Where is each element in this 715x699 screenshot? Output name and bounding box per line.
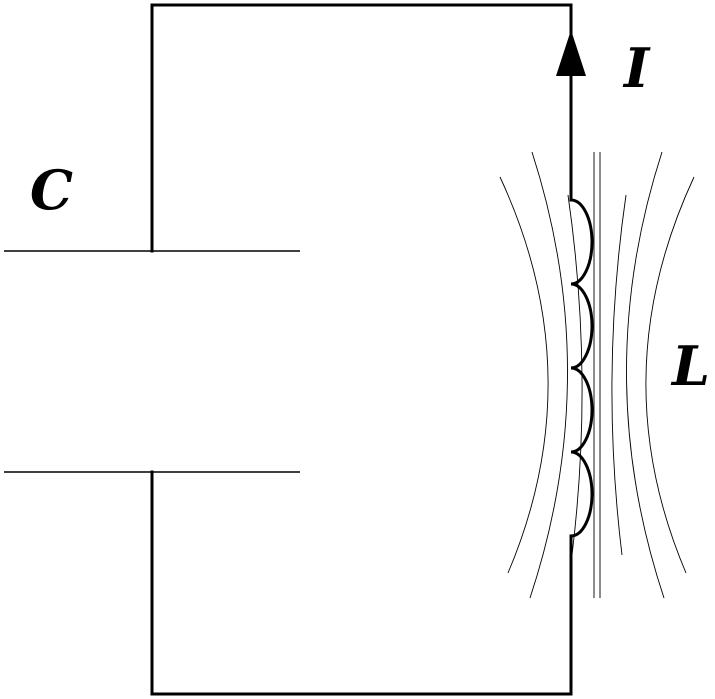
current-arrow-icon bbox=[556, 30, 586, 76]
field-line-outer-left bbox=[499, 176, 549, 574]
inductor-label: L bbox=[670, 334, 710, 398]
field-line-mid-left bbox=[529, 151, 568, 599]
field-line-inner-right bbox=[611, 194, 627, 556]
capacitor-label: C bbox=[30, 158, 73, 222]
field-line-mid-right bbox=[626, 151, 665, 599]
top-wire bbox=[150, 3, 573, 253]
current-label: I bbox=[622, 36, 651, 100]
field-line-outer-right bbox=[645, 176, 695, 574]
field-line-inner-left bbox=[567, 194, 583, 556]
bottom-wire bbox=[150, 470, 573, 696]
inductor-coil bbox=[569, 198, 594, 538]
